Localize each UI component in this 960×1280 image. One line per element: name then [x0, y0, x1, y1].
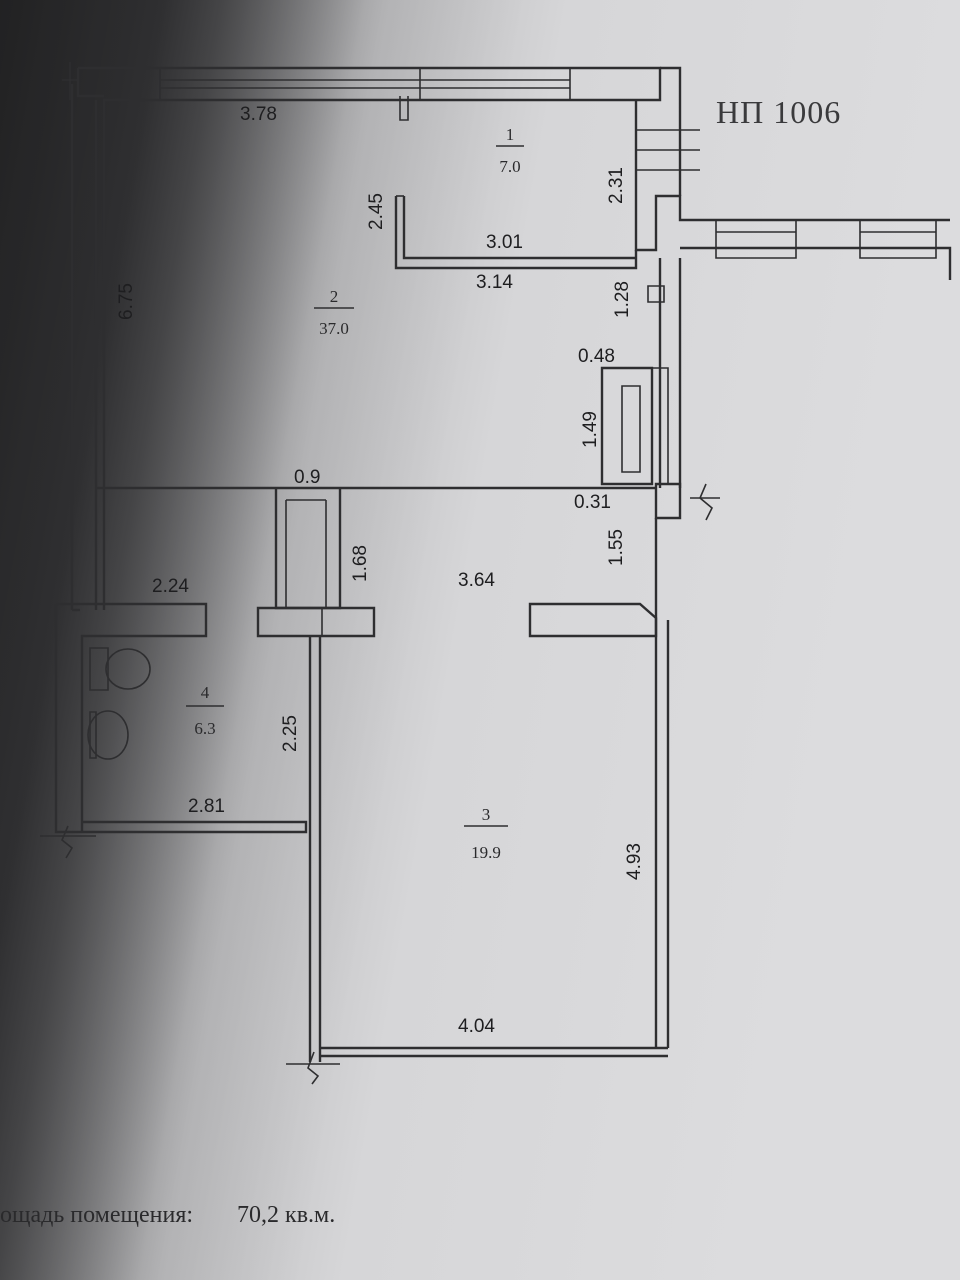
- dim-0-31: 0.31: [574, 492, 611, 513]
- sink-icon: [87, 710, 129, 760]
- dim-6-75: 6.75: [116, 283, 137, 320]
- dim-2-24: 2.24: [152, 576, 189, 597]
- dim-1-49: 1.49: [580, 411, 601, 448]
- dim-3-78: 3.78: [240, 104, 277, 125]
- dimension-labels: 3.78 2.45 3.01 3.14 2.31 6.75 1.28 0.48 …: [116, 104, 645, 1037]
- dim-2-81: 2.81: [188, 796, 225, 817]
- toilet-icon: [89, 647, 151, 691]
- dim-1-68: 1.68: [350, 545, 371, 582]
- dim-0-48: 0.48: [578, 346, 615, 367]
- dim-2-45: 2.45: [366, 193, 387, 230]
- room-4-number: 4: [201, 683, 210, 702]
- outer-walls: [40, 62, 952, 1085]
- dim-3-14: 3.14: [476, 272, 513, 293]
- room-4-area: 6.3: [194, 719, 215, 738]
- dim-4-93: 4.93: [624, 843, 645, 880]
- unit-label: НП 1006: [716, 94, 842, 130]
- dim-3-64: 3.64: [458, 570, 495, 591]
- room-2-area: 37.0: [319, 319, 349, 338]
- room-1-number: 1: [506, 125, 515, 144]
- dim-3-01: 3.01: [486, 232, 523, 253]
- area-footer: ощадь помещения: 70,2 кв.м.: [0, 1202, 335, 1229]
- dim-1-28: 1.28: [612, 281, 633, 318]
- room-labels: 1 7.0 2 37.0 3 19.9 4 6.3: [186, 125, 524, 862]
- dim-0-9: 0.9: [294, 467, 320, 488]
- dim-1-55: 1.55: [606, 529, 627, 566]
- dim-4-04: 4.04: [458, 1016, 495, 1037]
- area-value: 70,2 кв.м.: [237, 1202, 336, 1228]
- dim-2-31: 2.31: [606, 167, 627, 204]
- room-2-number: 2: [330, 287, 339, 306]
- dim-2-25: 2.25: [280, 715, 301, 752]
- room-3-area: 19.9: [471, 843, 501, 862]
- area-label: ощадь помещения:: [0, 1202, 194, 1228]
- room-3-number: 3: [482, 805, 491, 824]
- room-1-area: 7.0: [499, 157, 520, 176]
